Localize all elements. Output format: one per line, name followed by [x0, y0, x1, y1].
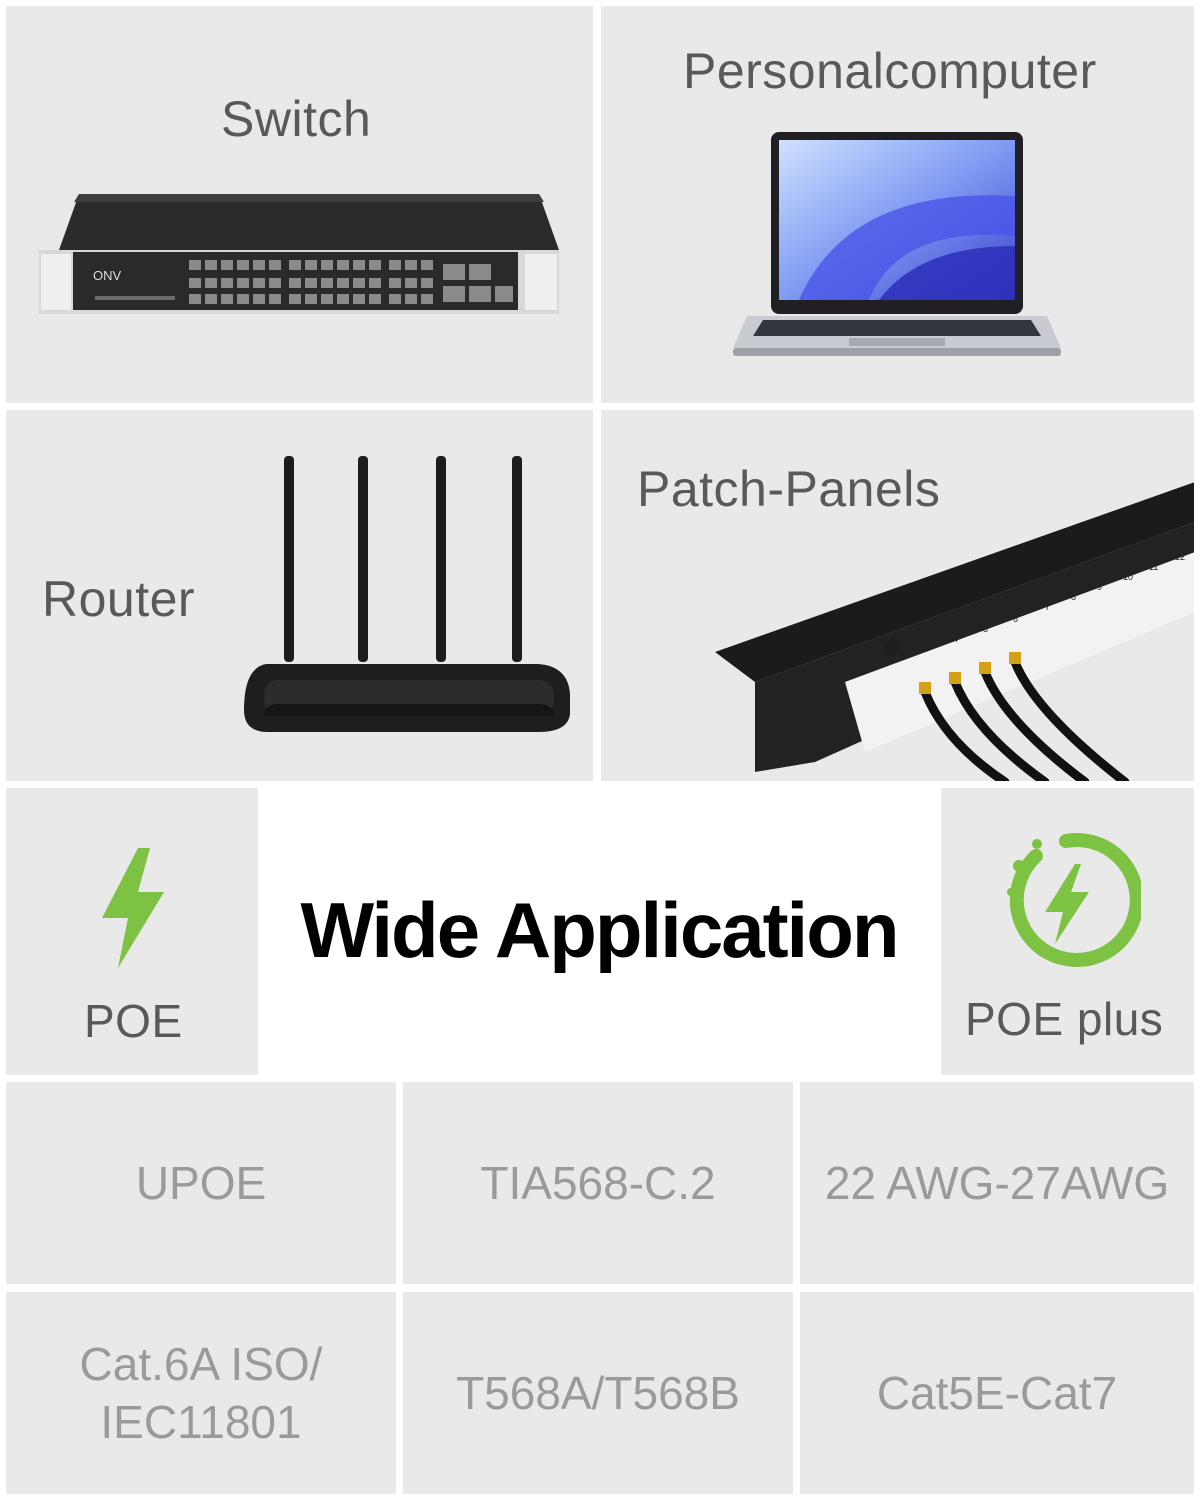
router-label: Router: [42, 571, 196, 627]
patch-label: Patch-Panels: [637, 461, 941, 517]
page-title: Wide Application: [300, 886, 899, 974]
switch-label: Switch: [221, 91, 372, 147]
poe-plus-label: POE plus: [965, 993, 1164, 1045]
lightning-bolt-icon: [102, 848, 164, 968]
spec-label: TIA568-C.2: [480, 1157, 716, 1209]
laptop-image: [733, 132, 1061, 356]
port-number: 3: [923, 644, 928, 654]
port-number: 12: [1175, 552, 1185, 562]
pc-tile: Personalcomputer: [601, 6, 1194, 403]
port-number: 4: [953, 634, 958, 644]
port-number: 9: [1097, 582, 1102, 592]
poe-tile: POE: [6, 788, 258, 1075]
port-number: 5: [983, 624, 988, 634]
port-number: 11: [1149, 562, 1158, 572]
spec-label: 22 AWG-27AWG: [824, 1157, 1170, 1209]
spec-cell: Cat5E-Cat7: [800, 1292, 1194, 1494]
spec-label: Cat5E-Cat7: [876, 1367, 1118, 1419]
patch-port-numbers: 1 2 3 4 5 6 7 8 9 10 11 12: [865, 552, 1185, 674]
router-image: [244, 456, 570, 732]
power-circle-bolt-icon: [1007, 833, 1141, 967]
port-number: 7: [1045, 602, 1050, 612]
switch-brand: ONV: [93, 268, 122, 283]
spec-cell: TIA568-C.2: [403, 1082, 793, 1284]
router-tile: Router: [6, 410, 593, 781]
patch-panel-image: 1 2 3 4 5 6 7 8 9 10 11 12: [715, 482, 1194, 781]
port-number: 2: [893, 654, 898, 664]
patch-tile: Patch-Panels 1 2 3 4 5 6 7 8 9 10 11: [601, 410, 1194, 781]
poe-label: POE: [84, 995, 183, 1047]
spec-label: IEC11801: [100, 1396, 302, 1448]
spec-label: Cat.6A ISO/: [79, 1338, 323, 1390]
port-number: 1: [865, 664, 870, 674]
spec-label: UPOE: [135, 1157, 267, 1209]
port-number: 6: [1013, 614, 1018, 624]
poe-plus-tile: POE plus: [941, 788, 1194, 1075]
spec-cell: T568A/T568B: [403, 1292, 793, 1494]
network-switch-image: ONV: [39, 194, 559, 314]
spec-cell: Cat.6A ISO/ IEC11801: [6, 1292, 396, 1494]
port-number: 10: [1123, 572, 1133, 582]
pc-label: Personalcomputer: [683, 43, 1097, 99]
spec-cell: 22 AWG-27AWG: [800, 1082, 1194, 1284]
spec-label: T568A/T568B: [456, 1367, 740, 1419]
spec-cell: UPOE: [6, 1082, 396, 1284]
switch-tile: Switch ONV: [6, 6, 593, 403]
port-number: 8: [1071, 592, 1076, 602]
